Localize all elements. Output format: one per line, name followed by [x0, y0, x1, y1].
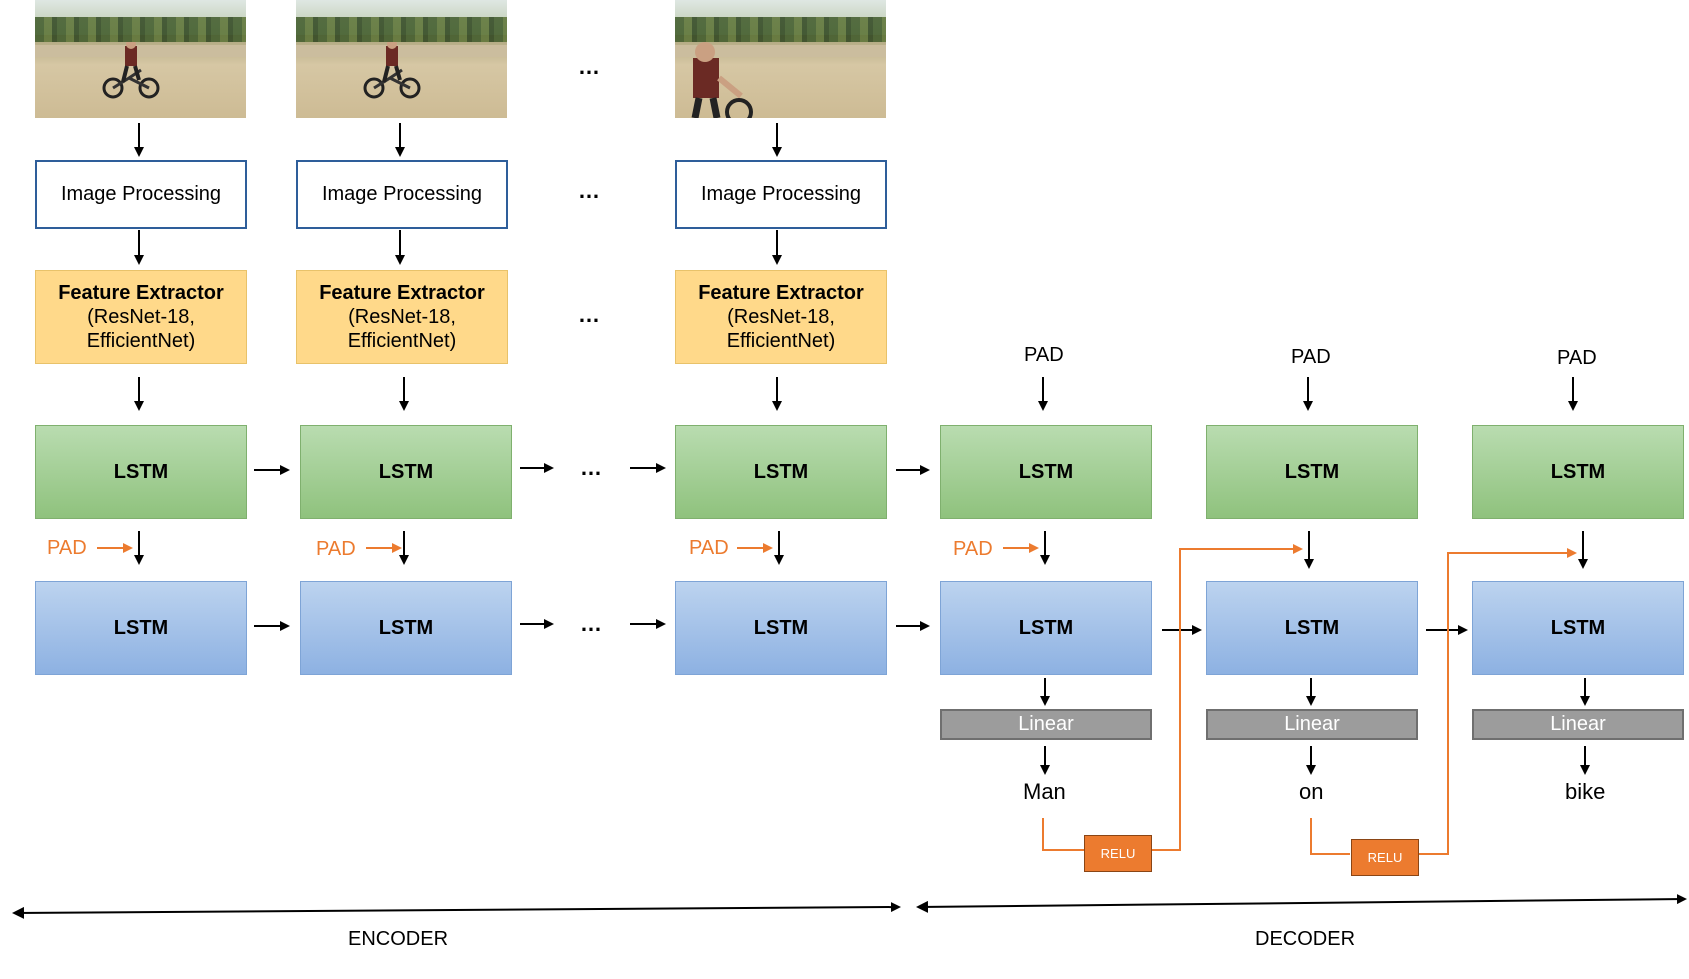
feature-extractor-model: (ResNet-18, [348, 306, 456, 328]
feature-extractor-title: Feature Extractor [58, 282, 224, 304]
decoder-span-arrow [916, 894, 1687, 913]
encoder-label: ENCODER [348, 928, 449, 950]
decoder-lstm-layer2: LSTM [1472, 581, 1684, 675]
feedback-path [1151, 544, 1303, 851]
linear-layer-box: Linear [1206, 709, 1418, 740]
ellipsis: … [578, 302, 601, 327]
output-word: bike [1565, 779, 1606, 804]
relu-box: RELU [1351, 839, 1419, 876]
feature-extractor-box: Feature Extractor (ResNet-18, EfficientN… [675, 270, 887, 364]
linear-layer-box: Linear [1472, 709, 1684, 740]
ellipsis: … [580, 611, 603, 636]
image-processing-box: Image Processing [296, 160, 508, 229]
image-processing-box: Image Processing [35, 160, 247, 229]
decoder-lstm-layer2: LSTM [940, 581, 1152, 675]
encoder-lstm-layer1: LSTM [300, 425, 512, 519]
decoder-lstm-layer1: LSTM [1472, 425, 1684, 519]
encoder-lstm-layer2: LSTM [675, 581, 887, 675]
feature-extractor-model: EfficientNet) [86, 330, 196, 352]
image-processing-box: Image Processing [675, 160, 887, 229]
ellipsis: … [580, 455, 603, 480]
pad-input-label: PAD [953, 538, 993, 560]
bmx-rider-icon [363, 42, 421, 99]
encoder-lstm-layer1: LSTM [35, 425, 247, 519]
decoder-lstm-layer1: LSTM [940, 425, 1152, 519]
encoder-span-arrow [12, 902, 901, 919]
video-frame-1 [35, 0, 246, 118]
ellipsis: … [578, 178, 601, 203]
video-frame-3 [675, 0, 886, 118]
pad-input-label: PAD [47, 537, 87, 559]
pad-input-label: PAD [689, 537, 729, 559]
encoder-lstm-layer2: LSTM [35, 581, 247, 675]
ellipsis: … [578, 54, 601, 79]
decoder-pad-label: PAD [1024, 344, 1064, 366]
feature-extractor-box: Feature Extractor (ResNet-18, EfficientN… [35, 270, 247, 364]
feature-extractor-model: EfficientNet) [347, 330, 457, 352]
output-word: Man [1023, 779, 1066, 804]
decoder-label: DECODER [1255, 928, 1356, 950]
feature-extractor-model: EfficientNet) [726, 330, 836, 352]
encoder-lstm-layer1: LSTM [675, 425, 887, 519]
pad-input-label: PAD [316, 538, 356, 560]
linear-layer-box: Linear [940, 709, 1152, 740]
decoder-pad-label: PAD [1291, 346, 1331, 368]
feedback-path [1310, 818, 1350, 855]
encoder-lstm-layer2: LSTM [300, 581, 512, 675]
decoder-lstm-layer1: LSTM [1206, 425, 1418, 519]
feedback-path [1042, 818, 1084, 851]
feature-extractor-model: (ResNet-18, [87, 306, 195, 328]
feature-extractor-title: Feature Extractor [319, 282, 485, 304]
bmx-rider-icon [102, 42, 160, 99]
video-frame-2 [296, 0, 507, 118]
feedback-path [1419, 548, 1577, 855]
feature-extractor-title: Feature Extractor [698, 282, 864, 304]
decoder-lstm-layer2: LSTM [1206, 581, 1418, 675]
feature-extractor-model: (ResNet-18, [727, 306, 835, 328]
bmx-rider-icon [691, 42, 753, 118]
relu-box: RELU [1084, 835, 1152, 872]
output-word: on [1299, 779, 1324, 804]
feature-extractor-box: Feature Extractor (ResNet-18, EfficientN… [296, 270, 508, 364]
decoder-pad-label: PAD [1557, 347, 1597, 369]
